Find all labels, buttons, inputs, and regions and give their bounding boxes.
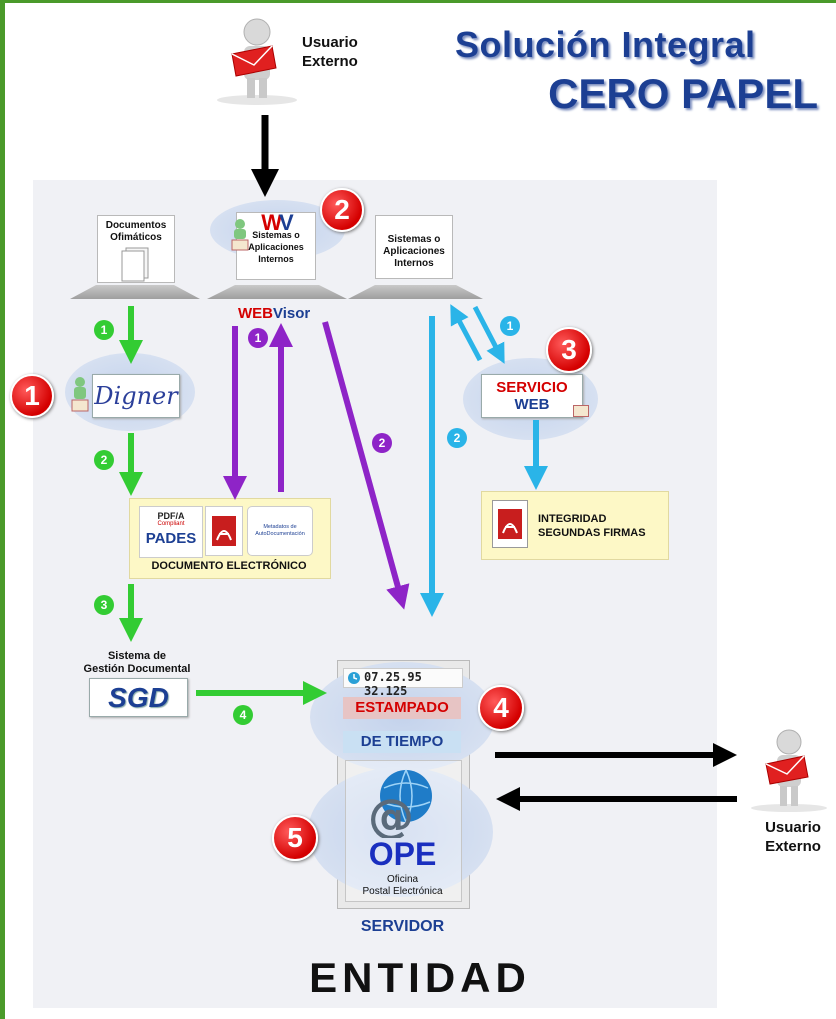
pades-card: PDF/A Compliant PADES (139, 506, 203, 558)
signer-logo: Digner (94, 382, 178, 410)
sgd-line2: Gestión Documental (83, 663, 191, 675)
sistemas-center-line3: Internos (258, 254, 294, 264)
external-user-top (210, 10, 305, 105)
integridad-line1: INTEGRIDAD (538, 513, 607, 525)
de-tiempo-label: DE TIEMPO (343, 731, 461, 753)
sgd-caption: Sistema de Gestión Documental (72, 650, 202, 676)
pades-label: PADES (145, 530, 197, 547)
clock-icon (348, 672, 360, 684)
entidad-label: ENTIDAD (309, 954, 531, 1001)
certificate-user-icon (230, 218, 250, 252)
purple-step-1: 1 (248, 328, 268, 348)
user-right-line2: Externo (765, 838, 821, 855)
title-line-2: CERO PAPEL (548, 70, 818, 117)
sgd-line1: Sistema de (107, 650, 167, 662)
monitor-base-center (207, 285, 347, 299)
external-user-top-label: Usuario Externo (302, 33, 358, 71)
servicio-line1: SERVICIO (496, 379, 568, 396)
signer-user-icon (70, 376, 90, 412)
webvisor-part1: WEB (238, 305, 273, 322)
servicio-web-card: SERVICIO WEB (481, 374, 583, 418)
certificate-icon (573, 405, 589, 417)
green-step-1: 1 (94, 320, 114, 340)
servidor-label: SERVIDOR (360, 918, 445, 935)
clock-readout: 07.25.95 32.125 (343, 668, 463, 698)
purple-step-2: 2 (372, 433, 392, 453)
cyan-step-2: 2 (447, 428, 467, 448)
sgd-card: SGD (89, 678, 188, 717)
cyan-step-1: 1 (500, 316, 520, 336)
red-number-2: 2 (320, 188, 364, 232)
webvisor-part2: Visor (273, 305, 311, 322)
red-number-4: 4 (478, 685, 524, 731)
user-figure-icon (751, 729, 827, 812)
svg-text:@: @ (368, 789, 414, 838)
metadata-label: Metadatos de AutoDocumentación (255, 524, 305, 537)
sistemas-right-line2: Aplicaciones (383, 246, 445, 257)
sistemas-right-box: Sistemas o Aplicaciones Internos (375, 215, 453, 279)
clock-value: 07.25.95 32.125 (364, 670, 422, 698)
signer-card: Digner (92, 374, 180, 418)
ope-line1: Oficina (386, 874, 419, 885)
docs-line2: Ofimáticos (110, 232, 162, 243)
wv-logo: WV (261, 210, 293, 235)
external-user-right-label: Usuario Externo (750, 818, 836, 856)
top-border (0, 0, 836, 3)
arrow-cyan-down-right (472, 305, 505, 364)
ope-line2: Postal Electrónica (362, 886, 443, 897)
green-step-3: 3 (94, 595, 114, 615)
green-step-2: 2 (94, 450, 114, 470)
ope-caption: Oficina Postal Electrónica (345, 874, 460, 898)
documento-label: DOCUMENTO ELECTRÓNICO (151, 560, 307, 572)
documento-pdf-icon (205, 506, 243, 556)
green-step-4: 4 (233, 705, 253, 725)
documents-icon (121, 247, 149, 282)
user-right-line1: Usuario (765, 819, 821, 836)
webvisor-label: WEBVisor (238, 305, 310, 322)
monitor-base-right (348, 285, 483, 299)
integridad-pdf-icon (492, 500, 528, 548)
user-label-line1: Usuario (302, 34, 358, 51)
pdfa-label: PDF/A (157, 511, 185, 521)
metadata-card: Metadatos de AutoDocumentación (247, 506, 313, 556)
globe-email-icon: @ (362, 766, 442, 843)
red-number-5: 5 (272, 815, 318, 861)
arrow-cyan-up (450, 304, 483, 362)
monitor-base-left (70, 285, 200, 299)
wv-logo-w: W (261, 210, 282, 235)
external-user-right (742, 722, 836, 812)
sistemas-right-line3: Internos (394, 258, 434, 269)
docs-ofimaticos-box: Documentos Ofimáticos (97, 215, 175, 283)
integridad-text: INTEGRIDAD SEGUNDAS FIRMAS (538, 512, 646, 540)
docs-line1: Documentos (105, 220, 167, 231)
sistemas-center-line1: Sistemas o (252, 230, 300, 240)
sistemas-center-line2: Aplicaciones (248, 242, 304, 252)
ope-logo: OPE (368, 836, 437, 872)
integridad-line2: SEGUNDAS FIRMAS (538, 527, 646, 539)
left-border (0, 0, 5, 1019)
compliant-label: Compliant (157, 521, 185, 527)
red-number-1: 1 (10, 374, 54, 418)
user-figure-icon (217, 18, 297, 105)
estampado-label: ESTAMPADO (343, 697, 461, 719)
servicio-line2: WEB (514, 396, 550, 413)
red-number-3: 3 (546, 327, 592, 373)
sistemas-center-box: WV Sistemas o Aplicaciones Internos (236, 212, 316, 280)
arrow-purple-diagonal (322, 321, 410, 610)
sgd-logo: SGD (108, 682, 169, 713)
user-label-line2: Externo (302, 53, 358, 70)
title-line-1: Solución Integral (455, 24, 756, 65)
sistemas-right-line1: Sistemas o (387, 234, 441, 245)
